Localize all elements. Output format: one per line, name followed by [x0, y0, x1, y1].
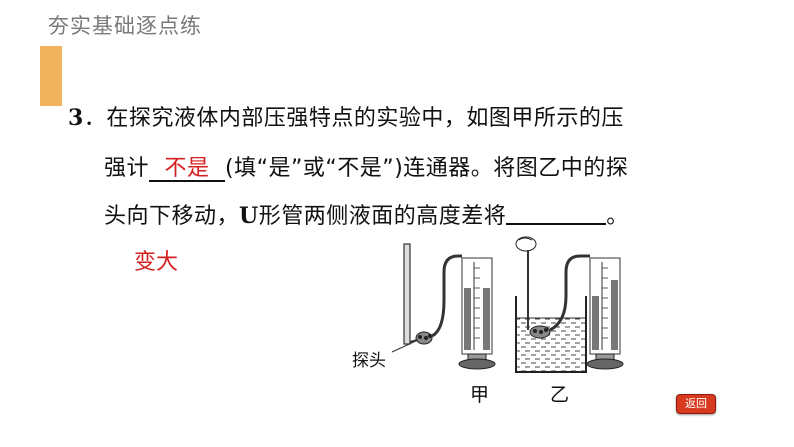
question-line-2: 强计不是 (填“是”或“不是”)连通器。将图乙中的探: [104, 150, 628, 182]
accent-bar: [40, 46, 62, 106]
question-text-2a: 强计: [104, 156, 150, 181]
answer-2: 变大: [134, 250, 179, 275]
answer-blank-2: [506, 203, 607, 225]
question-number: 3: [68, 105, 84, 131]
answer-blank-1: 不是: [149, 156, 226, 182]
back-button[interactable]: 返回: [676, 394, 716, 414]
answer-1: 不是: [164, 156, 210, 181]
question-text-1: ．在探究液体内部压强特点的实验中，如图甲所示的压: [83, 106, 624, 131]
question-text-3c: 。: [606, 204, 629, 229]
figure-label-yi: 乙: [550, 384, 570, 406]
question-line-1: 3．在探究液体内部压强特点的实验中，如图甲所示的压: [68, 100, 624, 132]
pressure-gauge-yi: [515, 236, 624, 373]
question-text-3-u: U: [239, 203, 259, 229]
question-text-2b: (填“是”或“不是”)连通器。将图乙中的探: [225, 156, 629, 181]
probe-leader-line: [391, 339, 419, 353]
question-line-3: 头向下移动，U形管两侧液面的高度差将 。: [104, 198, 629, 230]
probe-label: 探头: [352, 351, 386, 371]
section-title: 夯实基础逐点练: [48, 14, 202, 38]
pressure-gauge-jia: [403, 243, 496, 370]
question-text-3b: 形管两侧液面的高度差将: [258, 204, 507, 229]
figure-label-jia: 甲: [470, 384, 490, 406]
question-text-3a: 头向下移动，: [104, 204, 240, 229]
